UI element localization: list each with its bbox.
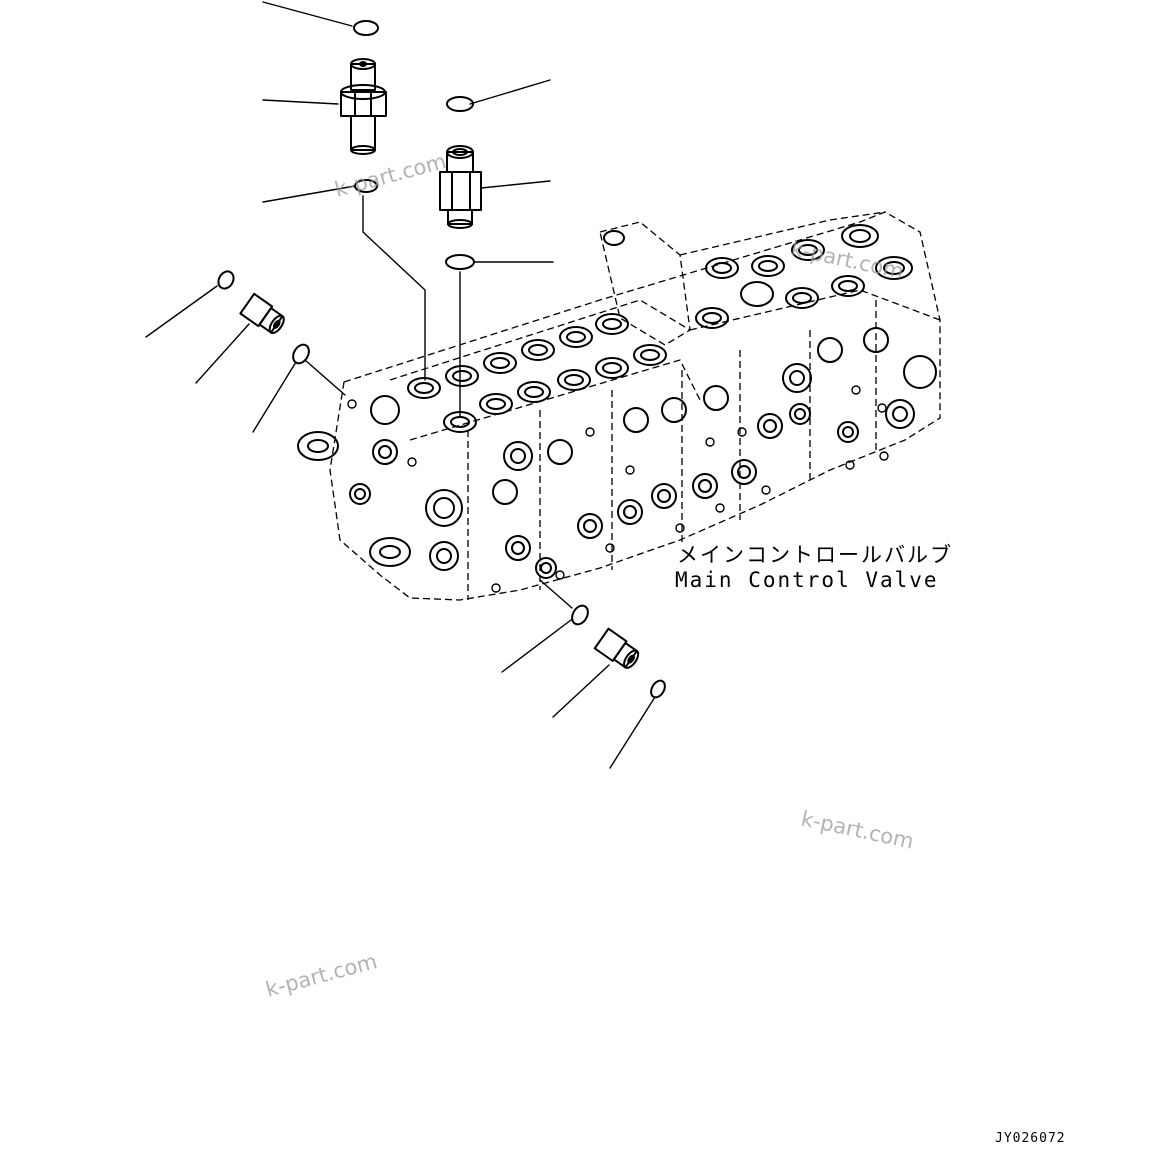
valve-bolts — [347, 385, 889, 593]
caption-japanese: メインコントロールバルブ — [677, 543, 953, 567]
o-ring-bottom-upper-icon — [571, 604, 589, 626]
elbow-fitting-bottom-icon — [593, 627, 640, 669]
watermark: k-part.com — [332, 149, 449, 202]
caption-english: Main Control Valve — [675, 568, 939, 592]
o-ring-lower-icon — [445, 254, 475, 270]
leader-line — [552, 664, 610, 718]
watermark: k-part.com — [263, 949, 380, 1002]
o-ring-left-outer-icon — [217, 270, 235, 290]
elbow-fitting-left-icon — [239, 292, 285, 335]
leader-line — [480, 180, 551, 189]
relief-valve-icon — [439, 145, 482, 229]
o-ring-mid-icon — [354, 179, 378, 193]
leader-line — [262, 185, 356, 203]
assembly-guide-line — [304, 359, 346, 396]
o-ring-bottom-lower-icon — [650, 679, 666, 699]
leader-line — [262, 1, 353, 27]
leader-line — [252, 361, 297, 433]
leader-line — [195, 323, 250, 384]
lifting-eyes — [297, 431, 411, 567]
main-control-valve-body — [297, 211, 941, 601]
leader-line — [609, 696, 656, 769]
o-ring-left-inner-icon — [292, 343, 310, 365]
spool-caps — [349, 327, 937, 579]
watermark: k-part.com — [799, 806, 916, 853]
leader-line — [501, 619, 572, 673]
o-ring-upper-icon — [446, 96, 474, 112]
leader-lines — [145, 1, 656, 769]
drawing-code: JY026072 — [995, 1131, 1066, 1146]
leader-line — [469, 79, 551, 105]
assembly-guide-line — [539, 579, 573, 609]
leader-line — [262, 99, 339, 105]
assembly-guide-line — [362, 195, 426, 381]
leader-line — [145, 285, 218, 338]
top-ports — [407, 224, 913, 433]
o-ring-top-icon — [353, 20, 379, 36]
plug-fitting-upper-icon — [340, 58, 387, 155]
